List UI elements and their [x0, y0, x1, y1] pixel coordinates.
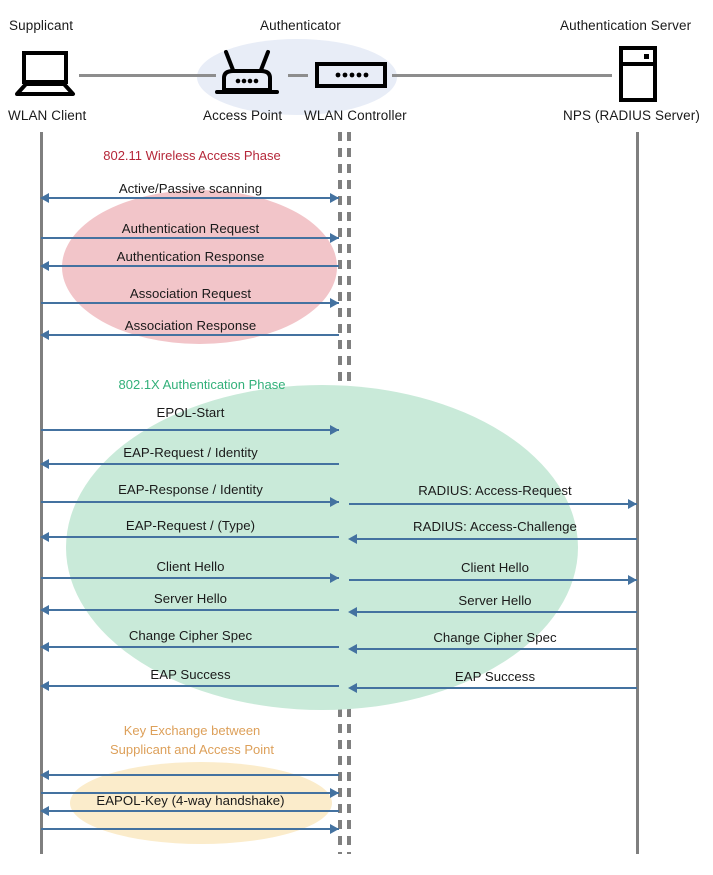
message-arrowhead-left-10: [40, 605, 49, 615]
connector-client-to-ap: [79, 74, 216, 77]
message-label-left-5: EPOL-Start: [156, 405, 225, 420]
message-line-left-6: [47, 463, 339, 465]
message-label-right-5: EAP Success: [454, 669, 536, 684]
message-label-eapol-key: EAPOL-Key (4-way handshake): [96, 793, 285, 808]
message-arrowhead-left-13: [40, 770, 49, 780]
message-line-right-2: [349, 579, 637, 581]
message-arrowhead-right-3: [348, 607, 357, 617]
message-line-left-0: [47, 197, 339, 199]
access-point-icon: [214, 48, 280, 100]
lifeline-authentication-server: [636, 132, 639, 854]
message-line-right-5: [355, 687, 637, 689]
message-label-left-1: Authentication Request: [121, 221, 260, 236]
message-line-left-9: [41, 577, 339, 579]
message-arrowhead-left-15: [40, 806, 49, 816]
message-arrowhead-left-0-start: [40, 193, 49, 203]
message-line-left-4: [47, 334, 339, 336]
actor-device-nps-radius-server: NPS (RADIUS Server): [563, 108, 700, 123]
message-line-left-10: [47, 609, 339, 611]
message-line-right-4: [355, 648, 637, 650]
connector-controller-to-server: [392, 74, 612, 77]
message-arrowhead-left-7: [330, 497, 339, 507]
phase-ellipse-wireless-access: [62, 190, 337, 344]
actor-device-access-point: Access Point: [203, 108, 283, 123]
message-label-right-2: Client Hello: [460, 560, 530, 575]
message-arrowhead-left-4: [40, 330, 49, 340]
message-label-left-11: Change Cipher Spec: [128, 628, 253, 643]
message-line-right-1: [355, 538, 637, 540]
message-arrowhead-left-5: [330, 425, 339, 435]
actor-device-wlan-client: WLAN Client: [8, 108, 87, 123]
wlan-controller-icon: [315, 62, 387, 88]
message-arrowhead-left-3: [330, 298, 339, 308]
message-arrowhead-right-2: [628, 575, 637, 585]
message-line-left-2: [47, 265, 339, 267]
actor-role-authentication-server: Authentication Server: [560, 18, 692, 33]
phase-caption-key-exchange-line1: Key Exchange between: [123, 723, 261, 738]
phase-caption-dot1x-auth: 802.1X Authentication Phase: [118, 377, 286, 392]
laptop-icon: [14, 50, 76, 98]
message-line-left-11: [47, 646, 339, 648]
phase-caption-key-exchange-line2: Supplicant and Access Point: [109, 742, 275, 757]
message-line-right-3: [355, 611, 637, 613]
message-line-left-7: [41, 501, 339, 503]
message-line-right-0: [349, 503, 637, 505]
phase-caption-wireless-access: 802.11 Wireless Access Phase: [103, 148, 281, 163]
message-arrowhead-right-4: [348, 644, 357, 654]
rack-server-icon: [618, 46, 658, 102]
message-arrowhead-left-9: [330, 573, 339, 583]
message-label-left-0: Active/Passive scanning: [118, 181, 263, 196]
message-line-left-13: [47, 774, 339, 776]
message-label-left-8: EAP-Request / (Type): [125, 518, 256, 533]
message-label-left-7: EAP-Response / Identity: [118, 482, 263, 497]
actor-role-authenticator: Authenticator: [260, 18, 341, 33]
message-label-left-4: Association Response: [124, 318, 257, 333]
message-arrowhead-left-6: [40, 459, 49, 469]
message-label-right-4: Change Cipher Spec: [433, 630, 557, 645]
message-arrowhead-left-14: [330, 788, 339, 798]
message-arrowhead-left-16: [330, 824, 339, 834]
authenticator-halo: [197, 39, 397, 115]
message-arrowhead-right-0: [628, 499, 637, 509]
phase-caption-key-exchange: Key Exchange between Supplicant and Acce…: [52, 721, 332, 759]
message-line-left-12: [47, 685, 339, 687]
message-arrowhead-right-5: [348, 683, 357, 693]
message-line-left-3: [41, 302, 339, 304]
lifeline-supplicant: [40, 132, 43, 854]
phase-ellipse-dot1x-auth: [66, 385, 578, 710]
message-label-right-0: RADIUS: Access-Request: [418, 483, 572, 498]
message-label-left-12: EAP Success: [150, 667, 231, 682]
message-line-left-5: [41, 429, 339, 431]
message-line-left-16: [41, 828, 339, 830]
message-line-left-8: [47, 536, 339, 538]
message-label-left-2: Authentication Response: [116, 249, 265, 264]
message-label-left-9: Client Hello: [156, 559, 225, 574]
message-arrowhead-left-1: [330, 233, 339, 243]
message-arrowhead-left-12: [40, 681, 49, 691]
message-line-left-1: [41, 237, 339, 239]
message-line-left-14: [41, 792, 339, 794]
message-arrowhead-left-0-end: [330, 193, 339, 203]
message-label-right-1: RADIUS: Access-Challenge: [413, 519, 577, 534]
message-arrowhead-left-2: [40, 261, 49, 271]
message-arrowhead-left-8: [40, 532, 49, 542]
message-label-left-10: Server Hello: [153, 591, 228, 606]
actor-role-supplicant: Supplicant: [9, 18, 74, 33]
message-arrowhead-right-1: [348, 534, 357, 544]
connector-ap-to-controller: [288, 74, 308, 77]
message-label-left-6: EAP-Request / Identity: [123, 445, 258, 460]
message-line-left-15: [47, 810, 339, 812]
actor-device-wlan-controller: WLAN Controller: [304, 108, 407, 123]
message-arrowhead-left-11: [40, 642, 49, 652]
message-label-right-3: Server Hello: [458, 593, 532, 608]
message-label-left-3: Association Request: [129, 286, 252, 301]
